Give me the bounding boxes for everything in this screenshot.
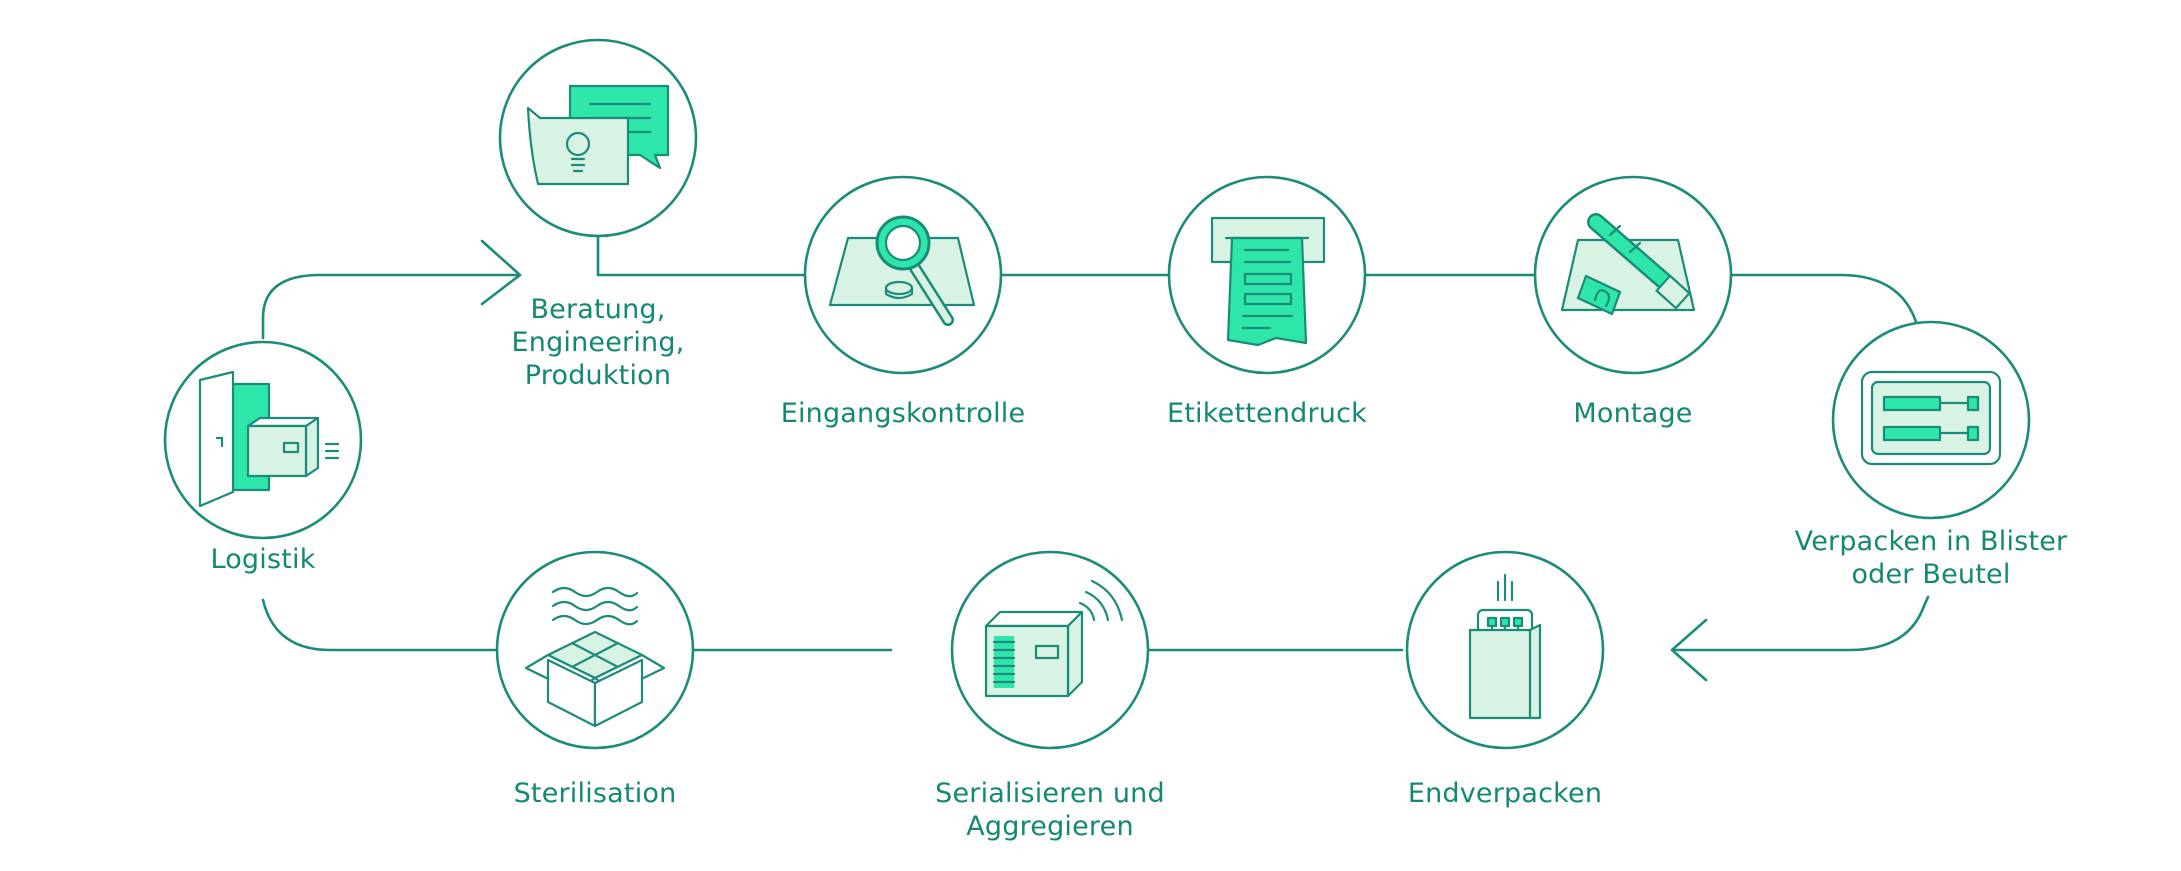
blister-pack-icon xyxy=(1860,370,2002,466)
step-label-etikettendruck: Etikettendruck xyxy=(1137,397,1397,430)
step-label-line: Serialisieren und xyxy=(935,778,1165,809)
step-label-line: Verpacken in Blister xyxy=(1794,526,2068,557)
door-box-icon xyxy=(198,370,340,508)
step-label-line: Logistik xyxy=(210,544,316,575)
step-label-beratung: Beratung, Engineering, Produktion xyxy=(488,293,708,392)
step-eingangskontrolle-node xyxy=(803,175,1003,375)
step-label-line: Etikettendruck xyxy=(1167,398,1367,429)
step-etikettendruck-node xyxy=(1167,175,1367,375)
step-label-line: Beratung, xyxy=(530,294,666,325)
step-label-line: Montage xyxy=(1573,398,1693,429)
flow-line xyxy=(261,234,1930,652)
step-label-line: Sterilisation xyxy=(513,778,677,809)
syringe-assembly-icon xyxy=(1560,213,1696,316)
arrow-right-icon xyxy=(480,239,522,306)
step-label-line: Produktion xyxy=(524,360,672,391)
bag-package-icon xyxy=(1468,573,1542,720)
step-label-line: Eingangskontrolle xyxy=(780,398,1026,429)
step-label-line: Engineering, xyxy=(511,327,685,358)
label-printer-icon xyxy=(1210,216,1326,347)
step-label-serialisieren: Serialisieren und Aggregieren xyxy=(900,777,1200,843)
step-serialisieren-node xyxy=(950,550,1150,750)
step-label-verpacken: Verpacken in Blister oder Beutel xyxy=(1776,525,2086,591)
speech-bubbles-lightbulb-icon xyxy=(526,84,670,186)
magnifier-icon xyxy=(828,215,976,326)
step-label-line: Aggregieren xyxy=(966,811,1134,842)
step-beratung-node xyxy=(498,38,698,238)
step-label-sterilisation: Sterilisation xyxy=(480,777,710,810)
step-logistik-node xyxy=(163,340,363,540)
rfid-box-icon xyxy=(984,579,1124,698)
arrow-left-icon xyxy=(1670,618,1708,682)
steam-box-icon xyxy=(524,586,666,728)
step-verpacken-node xyxy=(1831,320,2031,520)
step-montage-node xyxy=(1533,175,1733,375)
step-sterilisation-node xyxy=(495,550,695,750)
step-label-line: Endverpacken xyxy=(1407,778,1603,809)
step-label-montage: Montage xyxy=(1523,397,1743,430)
step-label-eingangskontrolle: Eingangskontrolle xyxy=(753,397,1053,430)
step-label-line: oder Beutel xyxy=(1851,559,2011,590)
step-label-logistik: Logistik xyxy=(163,543,363,576)
step-endverpacken-node xyxy=(1405,550,1605,750)
step-label-endverpacken: Endverpacken xyxy=(1385,777,1625,810)
